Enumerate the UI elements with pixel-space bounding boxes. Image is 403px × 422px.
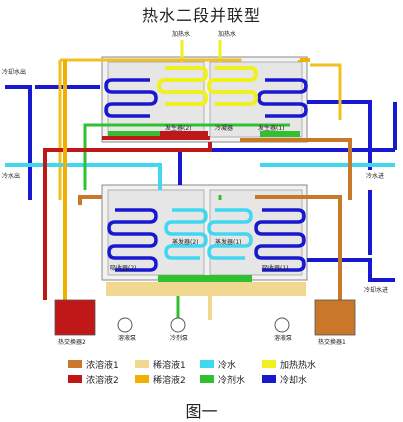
heating-water-coils [156, 66, 259, 106]
label-cold-water-out: 冷水出 [2, 172, 20, 180]
pump-middle [170, 317, 186, 333]
heating-water-return [58, 58, 342, 200]
svg-text:冷剂水: 冷剂水 [218, 374, 245, 386]
dilute-solution2-lines [63, 58, 310, 310]
label-evaporator1: 蒸发器(1) [215, 238, 242, 246]
dilute-solution1-lines [106, 282, 306, 320]
label-hx1: 热交换器1 [318, 338, 346, 346]
svg-text:浓溶液2: 浓溶液2 [86, 374, 119, 386]
label-cooling-water-in: 冷却水出 [2, 68, 26, 76]
heating-water-inlet-lines [180, 40, 222, 62]
legend-item: 浓溶液2 [68, 374, 119, 386]
legend-item: 稀溶液1 [135, 359, 186, 371]
svg-text:浓溶液1: 浓溶液1 [86, 359, 119, 371]
label-condenser: 冷凝器 [215, 124, 233, 132]
heat-exchanger-2 [54, 299, 96, 336]
svg-text:稀溶液1: 稀溶液1 [153, 359, 186, 371]
label-pump2: 冷剂泵 [170, 334, 188, 342]
legend-item: 冷剂水 [200, 374, 245, 386]
cooling-water-lines [5, 85, 397, 282]
conc-solution1-lines [78, 138, 352, 300]
legend-item: 浓溶液1 [68, 359, 119, 371]
legend-item: 冷却水 [262, 374, 307, 386]
cold-water-lines [5, 163, 395, 190]
lower-left-coil [107, 208, 158, 272]
lower-right-coil [254, 208, 306, 272]
svg-text:加热热水: 加热热水 [280, 359, 316, 371]
label-steam-in-top2: 加热水 [218, 30, 236, 38]
legend-item: 稀溶液2 [135, 374, 186, 386]
upper-left-coil [104, 78, 158, 118]
legend-item: 冷水 [200, 359, 236, 371]
svg-text:稀溶液2: 稀溶液2 [153, 374, 186, 386]
svg-text:冷水: 冷水 [218, 359, 236, 371]
figure-caption: 图一 [185, 402, 218, 421]
label-absorber2: 吸收器(2) [110, 264, 137, 272]
label-pump3: 溶液泵 [274, 334, 292, 342]
label-hx2: 热交换器2 [58, 338, 86, 346]
coolant-tray [158, 275, 252, 283]
label-generator2: 发生器(2) [165, 124, 192, 132]
upper-right-coil [257, 78, 308, 118]
label-steam-in-top: 加热水 [172, 30, 190, 38]
label-generator1: 发生器(1) [258, 124, 285, 132]
label-evaporator2: 蒸发器(2) [172, 238, 199, 246]
pump-right [274, 317, 290, 333]
heat-exchanger-1 [314, 299, 356, 336]
legend-item: 加热热水 [262, 359, 316, 371]
evaporator-coil [164, 208, 253, 260]
legend: 浓溶液1 稀溶液1 冷水 加热热水 浓溶液2 稀溶液2 冷剂水 冷却水 [68, 359, 316, 386]
pump-left [117, 317, 133, 333]
label-pump1: 溶液泵 [118, 334, 136, 342]
svg-text:冷却水: 冷却水 [280, 374, 307, 386]
label-cold-water-in: 冷水进 [366, 172, 384, 180]
diagram-title: 热水二段并联型 [141, 6, 261, 25]
label-cooling-water-out: 冷却水进 [364, 286, 388, 294]
upper-conc2-pool [160, 131, 208, 138]
label-absorber1: 吸收器(1) [262, 264, 289, 272]
